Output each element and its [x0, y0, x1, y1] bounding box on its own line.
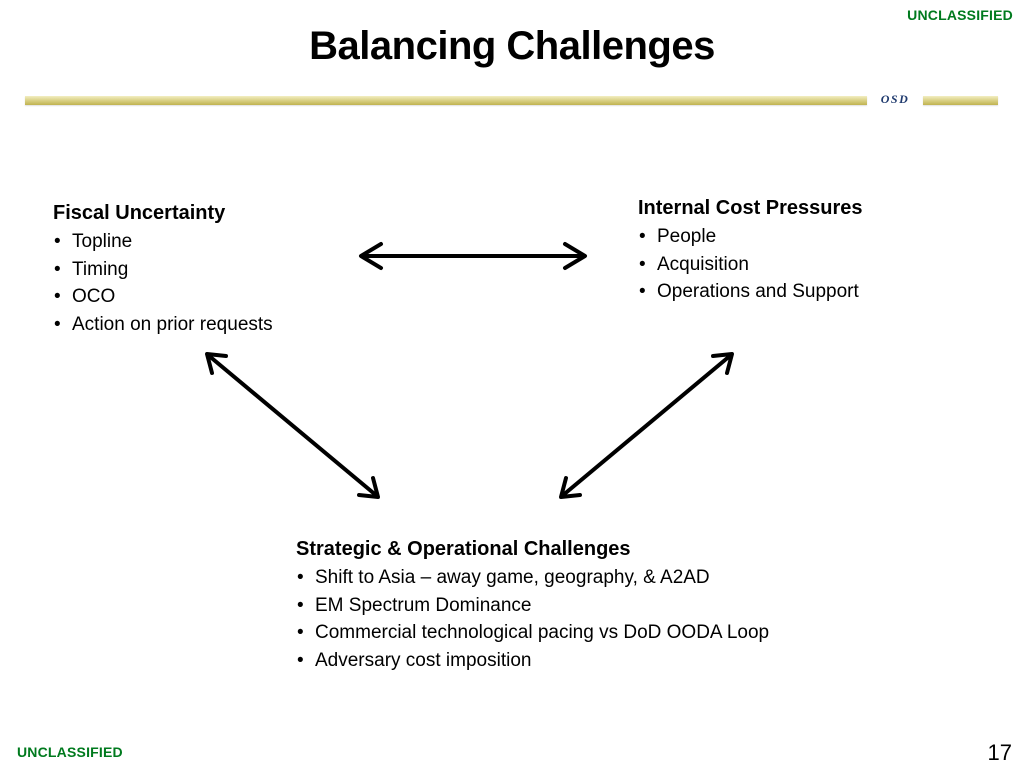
list-item-text: Shift to Asia – away game, geography, & …: [315, 567, 710, 588]
bullet: •: [639, 253, 646, 275]
internal-cost-pressures-heading: Internal Cost Pressures: [638, 197, 863, 219]
double-arrow-fiscal-strategic: [205, 352, 380, 499]
list-item: • Acquisition: [638, 251, 863, 279]
list-item: • OCO: [53, 283, 273, 311]
list-item: • Adversary cost imposition: [296, 647, 769, 675]
list-item: • EM Spectrum Dominance: [296, 592, 769, 620]
double-arrow-fiscal-internal: [359, 242, 587, 270]
list-item-text: People: [657, 226, 717, 247]
classification-banner-top: UNCLASSIFIED: [907, 7, 1013, 23]
list-item: • Action on prior requests: [53, 311, 273, 339]
bullet: •: [639, 281, 646, 302]
bullet: •: [297, 567, 304, 588]
fiscal-uncertainty-heading: Fiscal Uncertainty: [53, 202, 226, 224]
bullet: •: [54, 258, 61, 280]
bullet: •: [54, 286, 61, 307]
bullet: •: [54, 231, 61, 252]
strategic-operational-list: • Shift to Asia – away game, geography, &…: [296, 564, 769, 674]
list-item-text: Action on prior requests: [72, 313, 273, 335]
slide-title: Balancing Challenges: [309, 24, 715, 68]
list-item-text: Timing: [72, 258, 129, 280]
list-item: • Shift to Asia – away game, geography, &…: [296, 564, 769, 592]
page-number: 17: [987, 740, 1012, 765]
header-rule-right: [923, 96, 998, 105]
internal-cost-pressures-list: • People • Acquisition • Operations and Sup…: [638, 223, 863, 306]
list-item-text: Adversary cost imposition: [315, 649, 532, 671]
header-rule-left: [25, 96, 867, 105]
bullet: •: [297, 594, 304, 616]
list-item: • Commercial technological pacing vs DoD …: [296, 619, 769, 647]
bullet: •: [297, 622, 304, 643]
bullet: •: [639, 226, 646, 247]
list-item-text: EM Spectrum Dominance: [315, 594, 532, 616]
double-arrow-internal-strategic: [559, 352, 734, 499]
osd-logo: OSD: [880, 92, 910, 106]
list-item-text: Commercial technological pacing vs DoD O…: [315, 622, 770, 643]
list-item-text: Acquisition: [657, 253, 749, 275]
list-item-text: OCO: [72, 286, 116, 307]
internal-cost-pressures-block: Internal Cost Pressures • People • Acquisi…: [638, 194, 863, 306]
bullet: •: [54, 313, 61, 335]
fiscal-uncertainty-list: • Topline • Timing • OCO • Action on prior r…: [53, 228, 273, 338]
list-item-text: Topline: [72, 231, 133, 252]
list-item: • People: [638, 223, 863, 251]
list-item: • Topline: [53, 228, 273, 256]
list-item: • Timing: [53, 256, 273, 284]
bullet: •: [297, 649, 304, 671]
fiscal-uncertainty-block: Fiscal Uncertainty • Topline • Timing • OCO…: [53, 199, 273, 338]
list-item-text: Operations and Support: [657, 281, 859, 302]
strategic-operational-heading: Strategic & Operational Challenges: [296, 538, 631, 560]
classification-banner-bottom: UNCLASSIFIED: [17, 744, 123, 760]
list-item: • Operations and Support: [638, 278, 863, 306]
strategic-operational-block: Strategic & Operational Challenges • Shif…: [296, 535, 769, 674]
